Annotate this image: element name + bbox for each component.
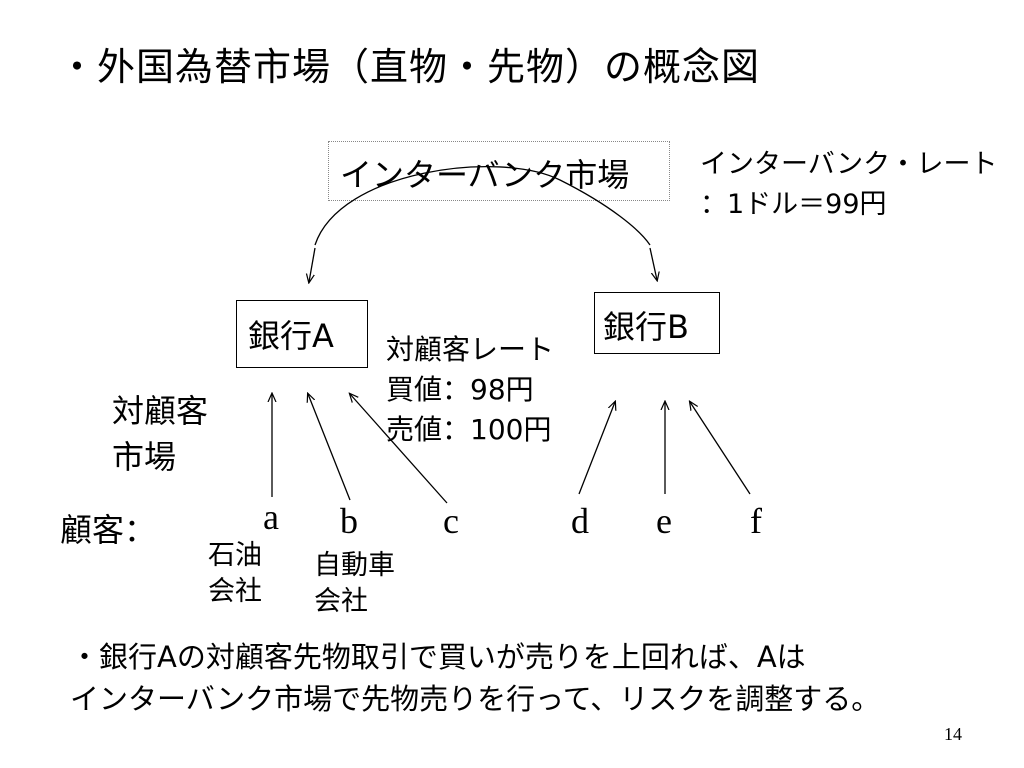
arrow-to-bank-a [309, 247, 316, 282]
customer-c: c [443, 501, 459, 541]
note-line1: ・銀行Aの対顧客先物取引で買いが売りを上回れば、Aは [70, 640, 806, 674]
customers-label: 顧客： [60, 511, 157, 549]
customer-e: e [656, 501, 672, 541]
customer-d: d [571, 501, 589, 541]
interbank-market-label: インターバンク市場 [340, 156, 630, 194]
customer-a-desc-line1: 石油 [208, 540, 262, 571]
arrow-c-to-bank-a [350, 394, 448, 504]
bank-a-box [236, 300, 368, 368]
customer-rate-heading: 対顧客レート [386, 333, 555, 366]
customer-a: a [263, 497, 279, 537]
customer-f: f [750, 501, 762, 541]
customer-market-label: 対顧客 市場 [112, 388, 208, 480]
bank-b-label: 銀行B [603, 308, 689, 346]
arrow-f-to-bank-b [690, 402, 751, 495]
customer-a-desc-line2: 会社 [208, 576, 262, 607]
note-line2: インターバンク市場で先物売りを行って、リスクを調整する。 [70, 682, 881, 716]
customer-rate: 対顧客レート 買値：98円 売値：100円 [386, 330, 554, 450]
bank-a-label: 銀行A [248, 317, 334, 355]
page-number: 14 [944, 724, 962, 744]
arrow-to-bank-b [649, 247, 657, 280]
arrow-d-to-bank-b [578, 402, 615, 495]
bank-b-box [594, 292, 720, 354]
interbank-rate-value: ：1ドル＝99円 [700, 189, 887, 220]
interbank-rate-title: インターバンク・レート [700, 149, 998, 180]
interbank-rate: インターバンク・レート ：1ドル＝99円 [700, 145, 998, 225]
customer-b-desc-line2: 会社 [314, 586, 368, 617]
page-title: ・外国為替市場（直物・先物）の概念図 [58, 45, 761, 89]
customer-rate-buy: 買値：98円 [386, 373, 534, 406]
customer-market-line2: 市場 [112, 438, 177, 476]
customer-rate-sell: 売値：100円 [386, 413, 552, 446]
explanation-note: ・銀行Aの対顧客先物取引で買いが売りを上回れば、Aは インターバンク市場で先物売… [70, 636, 880, 720]
arrow-b-to-bank-a [308, 394, 351, 501]
customer-b-description: 自動車 会社 [314, 548, 395, 620]
customer-a-description: 石油 会社 [208, 538, 262, 610]
interbank-market-box [328, 141, 670, 201]
customer-b: b [340, 501, 358, 541]
customer-market-line1: 対顧客 [112, 392, 209, 430]
customer-b-desc-line1: 自動車 [314, 550, 395, 581]
interbank-arc [314, 166, 651, 246]
